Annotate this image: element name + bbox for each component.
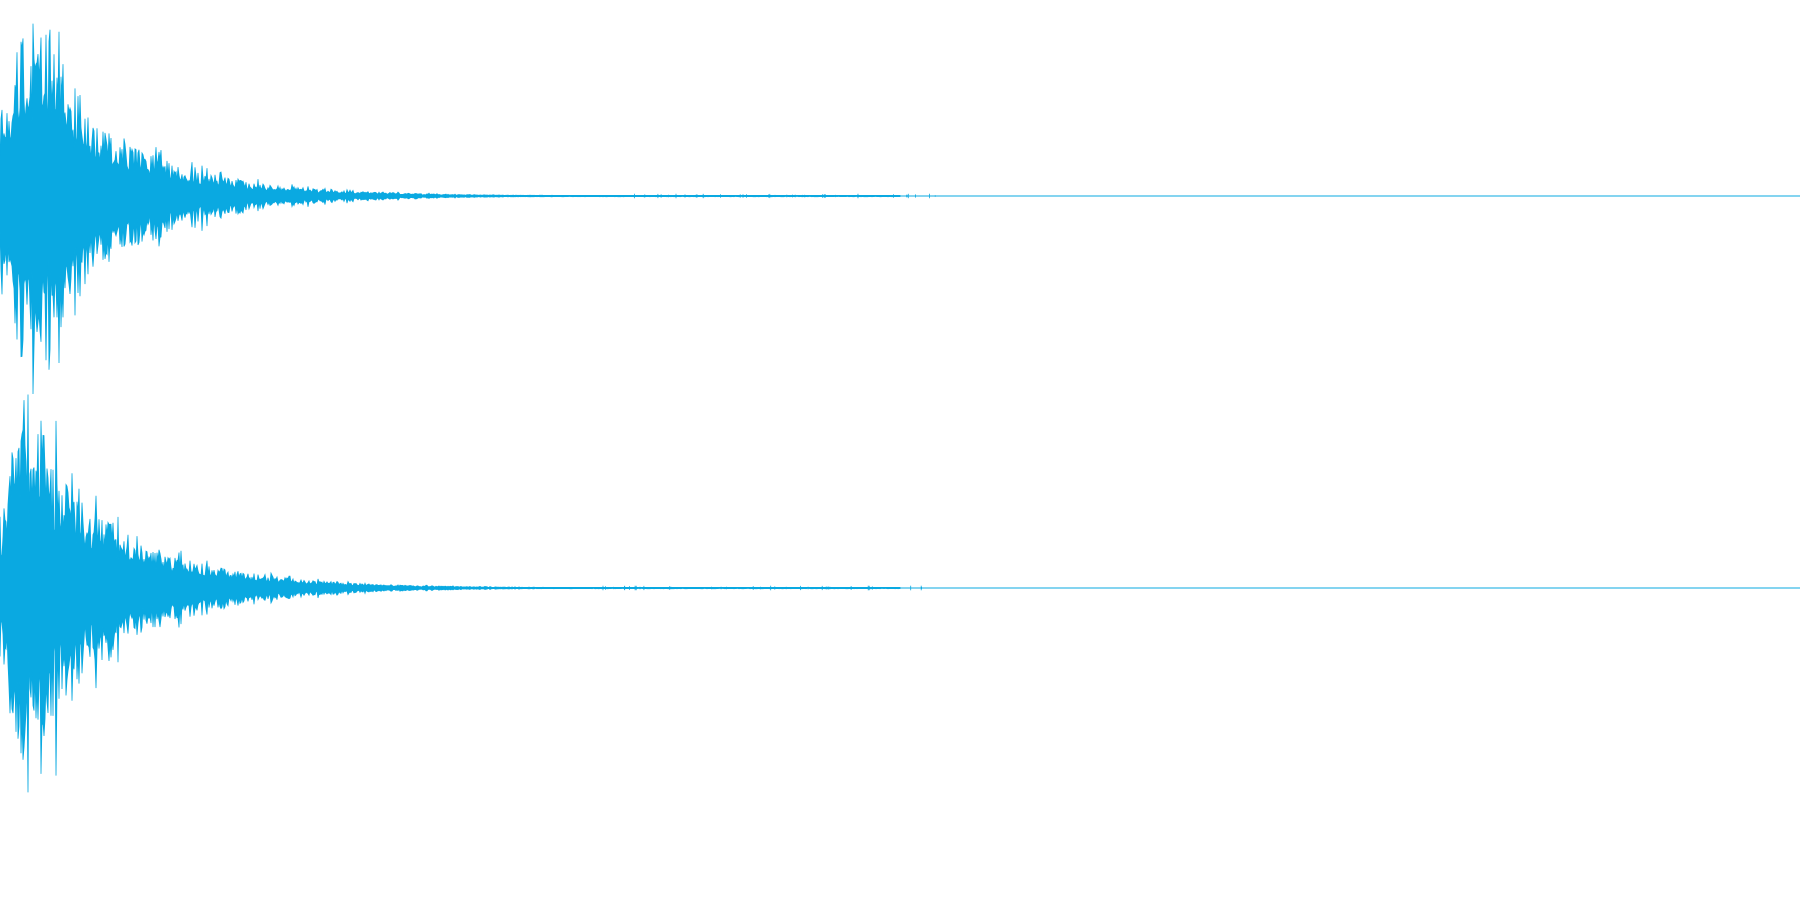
- waveform-channel-2: [0, 394, 1800, 793]
- waveform-envelope: [0, 23, 901, 395]
- waveform-envelope: [0, 394, 901, 793]
- waveform-channel-1: [0, 23, 1800, 395]
